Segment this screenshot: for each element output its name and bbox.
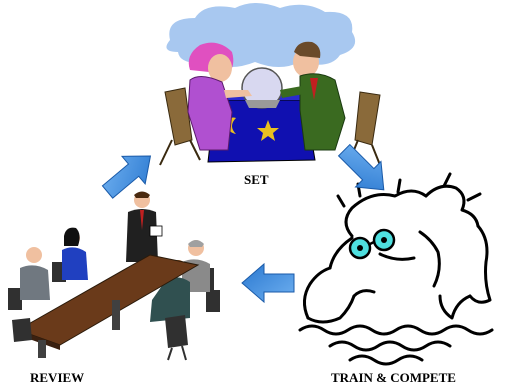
swimmer-clipart-icon <box>298 172 494 366</box>
arrow-train-to-review <box>241 262 295 304</box>
fortune-teller-clipart-icon <box>159 3 381 166</box>
arrow-review-to-set <box>101 155 152 199</box>
arrow-set-to-train <box>337 143 385 191</box>
train-compete-label: TRAIN & COMPETE <box>331 370 456 385</box>
set-label: SET <box>244 172 269 187</box>
review-label: REVIEW <box>30 370 85 385</box>
meeting-clipart-icon <box>8 191 220 361</box>
goggles-icon <box>348 228 396 260</box>
